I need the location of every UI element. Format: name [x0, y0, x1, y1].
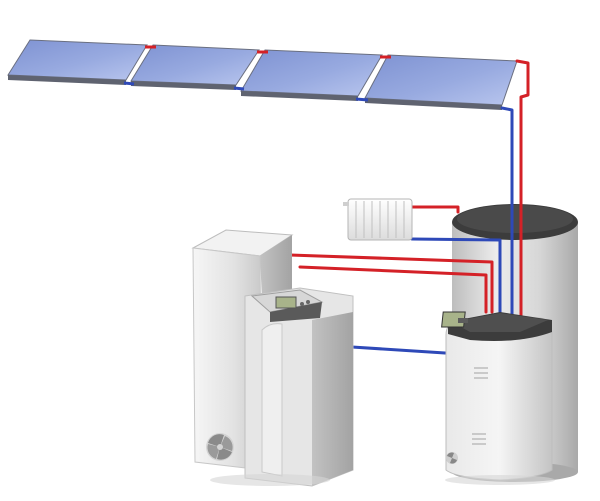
solar-panel-2 — [130, 44, 260, 90]
fan-logo-icon — [206, 433, 234, 461]
pipe-network — [288, 59, 530, 355]
pellet-boiler — [191, 229, 354, 487]
solar-panel-3 — [240, 49, 383, 101]
solar-collector-array — [7, 39, 518, 110]
boiler-control-panel — [250, 289, 324, 322]
boiler-display — [275, 296, 297, 309]
solar-return-pipe — [500, 106, 514, 320]
boiler-return-pipe — [350, 345, 447, 355]
storage-control-unit — [441, 311, 555, 485]
panel-connectors — [123, 45, 391, 102]
solar-flow-pipe — [515, 59, 530, 320]
radiator-flow-pipe — [410, 205, 460, 214]
radiator-return-pipe — [410, 237, 502, 320]
storage-logo-icon — [446, 452, 458, 464]
boiler-flow-pipe-1 — [288, 253, 494, 314]
solar-panel-4 — [364, 54, 518, 110]
solar-panel-1 — [7, 39, 148, 85]
radiator — [343, 198, 413, 241]
storage-vents — [472, 367, 488, 445]
boiler-flow-pipe-2 — [298, 265, 488, 314]
